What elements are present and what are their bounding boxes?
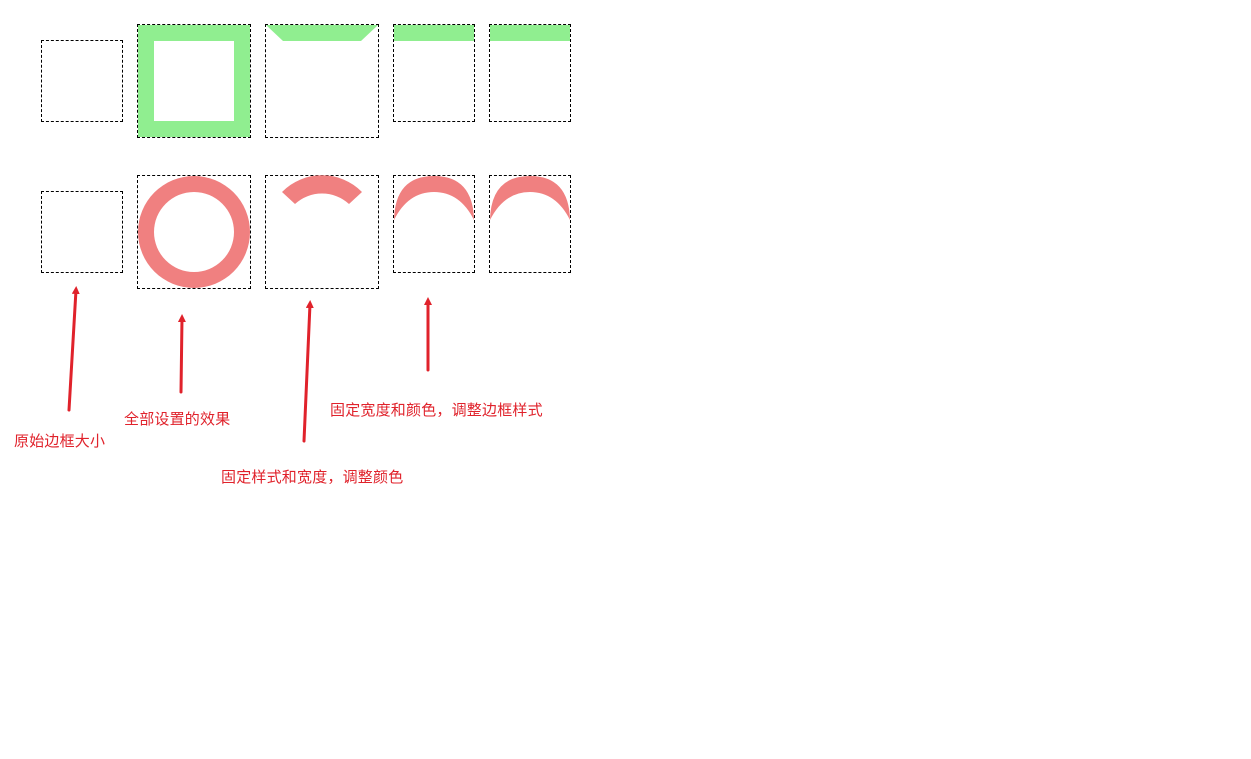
annotation-fixed-style-width: 固定样式和宽度，调整颜色 [221,468,404,486]
row2-top-arc-box [265,175,379,289]
arrow-original-size [67,286,80,412]
annotation-fixed-width-color: 固定宽度和颜色，调整边框样式 [330,401,543,419]
row1-top-border-trapezoid-box [265,24,379,138]
arrow-fixed-style-width [302,300,314,443]
row1-full-border-box [137,24,251,138]
row2-full-ring-box [137,175,251,289]
row2-crescent-box-a [393,175,475,273]
arrow-all-set [177,314,186,394]
row2-original-box [41,191,123,273]
annotation-all-set: 全部设置的效果 [124,410,231,428]
row1-original-box [41,40,123,122]
row2-crescent-box-b [489,175,571,273]
row1-top-border-box-b [489,24,571,122]
row1-top-border-box-a [393,24,475,122]
annotation-original-size: 原始边框大小 [14,432,106,450]
